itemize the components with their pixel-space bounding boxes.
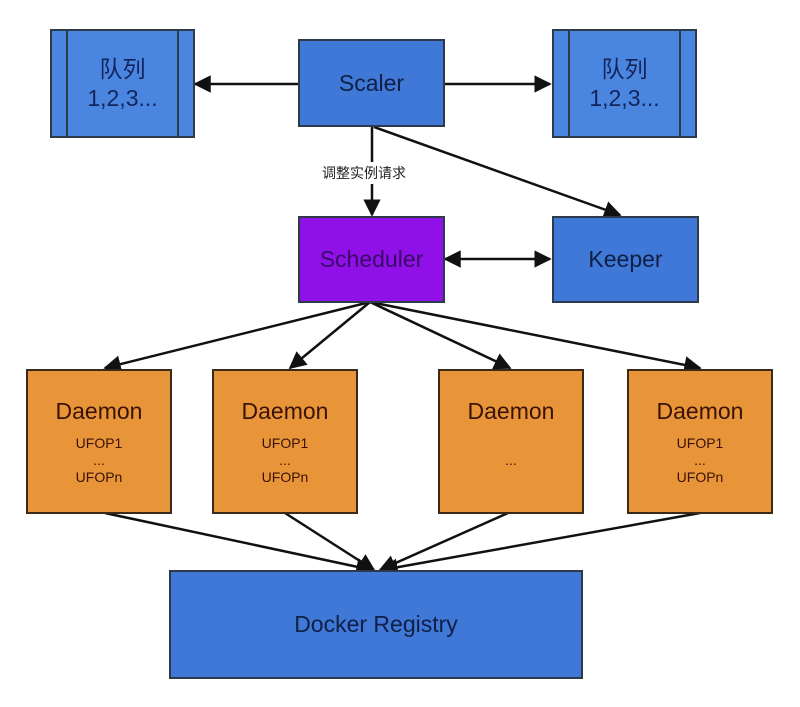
edge-scheduler-daemon-4 bbox=[369, 300, 702, 374]
queue-items: 1,2,3... bbox=[87, 84, 158, 111]
daemon-line-3: UFOPn bbox=[261, 468, 309, 485]
docker-registry-node[interactable]: Docker Registry bbox=[169, 570, 583, 679]
daemon-node-4[interactable]: Daemon UFOP1 ... UFOPn bbox=[627, 369, 773, 514]
daemon-line-2: ... bbox=[279, 451, 291, 468]
daemon-line-2: ... bbox=[694, 451, 706, 468]
daemon-line-2: ... bbox=[93, 451, 105, 468]
keeper-node[interactable]: Keeper bbox=[552, 216, 699, 303]
queue-title: 队列 bbox=[99, 55, 146, 82]
daemon-line-3: UFOPn bbox=[676, 468, 724, 485]
daemon-node-1[interactable]: Daemon UFOP1 ... UFOPn bbox=[26, 369, 172, 514]
scaler-label: Scaler bbox=[338, 69, 405, 96]
daemon-line-1: UFOP1 bbox=[261, 434, 309, 451]
daemon-line-1: UFOP1 bbox=[75, 434, 123, 451]
edge-scheduler-daemon-2 bbox=[288, 301, 371, 370]
edge-daemon-4-registry bbox=[380, 511, 701, 576]
queue-right-bar bbox=[679, 31, 695, 136]
queue-right-bar bbox=[177, 31, 193, 136]
daemon-line-3: UFOPn bbox=[75, 468, 123, 485]
daemon-line-1: UFOP1 bbox=[676, 434, 724, 451]
daemon-line-2: ... bbox=[505, 451, 517, 468]
edge-scheduler-daemon-1 bbox=[103, 300, 371, 373]
queue-left-node[interactable]: 队列 1,2,3... bbox=[50, 29, 195, 138]
edge-daemon-2-registry bbox=[284, 511, 376, 572]
edge-scaler-keeper bbox=[373, 125, 622, 218]
scheduler-node[interactable]: Scheduler bbox=[298, 216, 445, 303]
edge-scheduler-daemon-3 bbox=[369, 300, 512, 370]
edge-daemon-3-registry bbox=[378, 511, 509, 572]
queue-items: 1,2,3... bbox=[589, 84, 660, 111]
daemon-label: Daemon bbox=[241, 397, 329, 424]
edge-label-scaler-scheduler: 调整实例请求 bbox=[320, 162, 408, 184]
daemon-node-2[interactable]: Daemon UFOP1 ... UFOPn bbox=[212, 369, 358, 514]
daemon-node-3[interactable]: Daemon ... bbox=[438, 369, 584, 514]
queue-left-bar bbox=[52, 31, 68, 136]
queue-title: 队列 bbox=[601, 55, 648, 82]
queue-right-node[interactable]: 队列 1,2,3... bbox=[552, 29, 697, 138]
daemon-label: Daemon bbox=[467, 397, 555, 424]
keeper-label: Keeper bbox=[588, 246, 663, 272]
docker-registry-label: Docker Registry bbox=[294, 611, 458, 637]
daemon-label: Daemon bbox=[656, 397, 744, 424]
scheduler-label: Scheduler bbox=[319, 246, 424, 272]
scaler-node[interactable]: Scaler bbox=[298, 39, 445, 127]
queue-left-bar bbox=[554, 31, 570, 136]
daemon-label: Daemon bbox=[55, 397, 143, 424]
edge-daemon-1-registry bbox=[104, 511, 374, 576]
